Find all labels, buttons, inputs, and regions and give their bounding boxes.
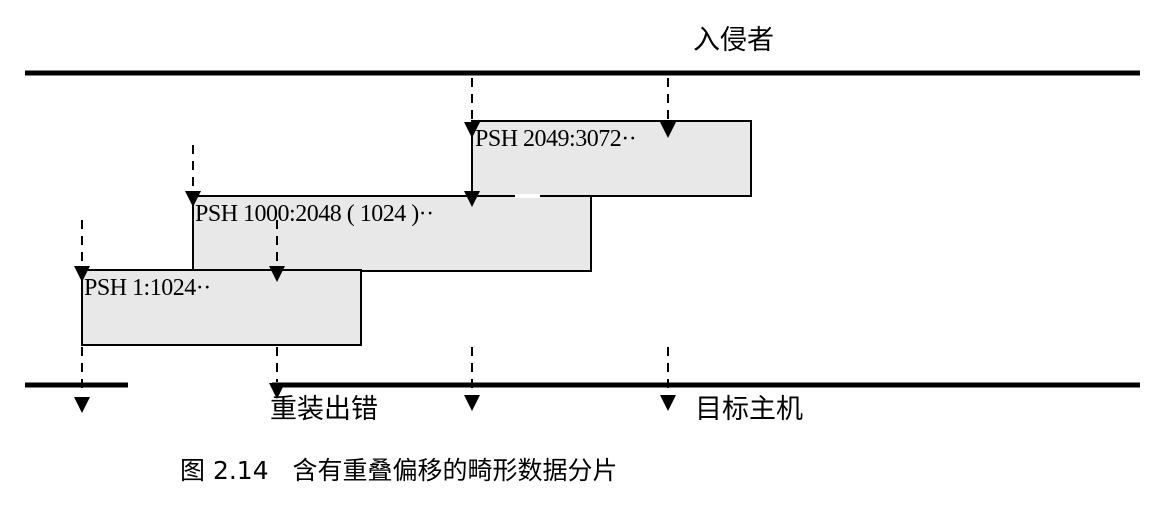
- attacker-label: 入侵者: [693, 25, 774, 56]
- arrowhead-target-1: [74, 397, 90, 413]
- arrowhead-seg3-start: [464, 122, 480, 138]
- arrowhead-target-2: [269, 383, 285, 399]
- reassembly-error-label: 重装出错: [270, 394, 378, 425]
- segment-label-3: PSH 2049:3072··: [475, 126, 637, 152]
- target-host-label: 目标主机: [695, 394, 803, 425]
- arrowhead-target-4: [660, 395, 676, 411]
- segment-box-2: [192, 195, 592, 272]
- arrowhead-seg3-end: [660, 122, 676, 138]
- arrowhead-seg1-end: [269, 266, 285, 282]
- arrowhead-target-3: [464, 395, 480, 411]
- segment-box-3: [471, 120, 752, 197]
- arrowhead-seg1-start: [74, 266, 90, 282]
- arrowhead-seg2-end: [464, 191, 480, 207]
- segment-label-2: PSH 1000:2048 ( 1024 )··: [195, 201, 434, 227]
- segment-box-1: [81, 269, 362, 346]
- figure-caption: 图 2.14 含有重叠偏移的畸形数据分片: [180, 456, 618, 485]
- segment-label-1: PSH 1:1024··: [84, 275, 211, 301]
- arrowhead-seg2-start: [185, 191, 201, 207]
